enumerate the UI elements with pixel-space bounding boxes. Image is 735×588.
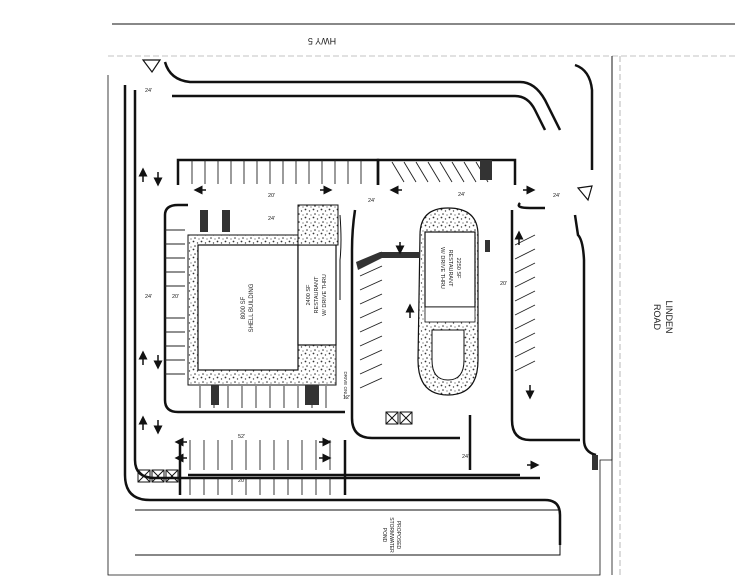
center-island [339, 214, 342, 300]
dim-12: 12' [343, 395, 350, 401]
parking-lot-curbs [163, 158, 580, 495]
pond-line2: STORMWATER [388, 517, 394, 553]
traffic-island-east [576, 185, 593, 202]
pond-label: PROPOSED STORMWATER POND [381, 517, 401, 553]
drive-thru-lane-dark [356, 252, 420, 270]
shell-name-text: SHELL BUILDING [249, 283, 255, 332]
restaurant-b-label: 2250 SF RESTAURANT W/ DRIVE THRU [439, 247, 461, 289]
restaurant-a-note-text: W/ DRIVE THRU [322, 274, 328, 316]
dim-drive: 24' [268, 216, 275, 222]
dim-left: 24' [145, 294, 152, 300]
stormwater-pond [135, 509, 561, 556]
shell-building-label: 8000 SF SHELL BUILDING [241, 283, 255, 332]
dim-east-entry: 24' [553, 193, 560, 199]
traffic-arrows [138, 167, 540, 470]
pond-line3: POND [381, 528, 387, 543]
restaurant-a-area-text: 2400 SF [306, 284, 312, 305]
dimension-labels: 24' 24' 24' 24' 20' 24' 20' 24' 24' 52' … [145, 88, 560, 484]
restaurant-b-building [424, 231, 476, 308]
drive-only-text: DRIVE ONLY [343, 372, 348, 399]
highway [108, 23, 735, 57]
dim-left-20: 20' [172, 294, 179, 300]
drive-thru-inner [431, 329, 465, 381]
street-label-north: HWY 5 [308, 36, 336, 46]
dim-east-20: 20' [500, 281, 507, 287]
pond-line1: PROPOSED [395, 521, 401, 550]
restaurant-b-name-text: RESTAURANT [447, 250, 453, 288]
dim-right-pad: 24' [458, 192, 465, 198]
dim-bottom-right: 24' [462, 454, 469, 460]
restaurant-b-note-text: W/ DRIVE THRU [439, 247, 445, 289]
dim-52: 52' [238, 434, 245, 440]
perimeter-drive [123, 61, 597, 545]
dumpster-enclosures [137, 411, 413, 483]
restaurant-a-label: 2400 SF RESTAURANT W/ DRIVE THRU [306, 274, 328, 316]
restaurant-a-name-text: RESTAURANT [314, 276, 320, 314]
dim-top-left: 24' [145, 88, 152, 94]
shell-area-text: 8000 SF [241, 296, 247, 319]
drive-only-sign: DRIVE ONLY [343, 372, 348, 399]
linden-road-line1: LINDEN [664, 300, 674, 333]
dumpster-pads [200, 160, 598, 470]
dim-top-mid: 24' [368, 198, 375, 204]
shell-building [197, 244, 299, 371]
linden-road-line2: ROAD [652, 304, 662, 331]
traffic-island-north [141, 59, 162, 74]
restaurant-b-patio [424, 306, 476, 323]
linden-road-label: LINDEN ROAD [652, 300, 674, 333]
restaurant-a-landscape [297, 204, 339, 246]
restaurant-b-area-text: 2250 SF [455, 258, 461, 279]
dim-bottom-20: 20' [238, 478, 245, 484]
dim-front-20: 20' [268, 193, 275, 199]
property-boundary [107, 56, 613, 576]
